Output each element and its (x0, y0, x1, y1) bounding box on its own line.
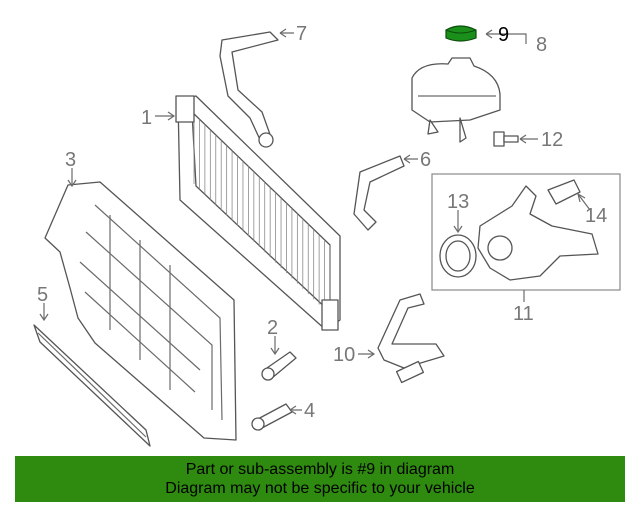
banner-line-2: Diagram may not be specific to your vehi… (165, 480, 475, 497)
part-7-upper-hose (219, 31, 279, 148)
part-5-deflector (33, 324, 151, 447)
part-12-bolt (493, 131, 519, 147)
part-1-radiator (175, 95, 341, 331)
part-8-reservoir (411, 57, 501, 143)
callout-4: 4 (304, 400, 315, 422)
callout-11: 11 (513, 303, 534, 325)
callout-13: 13 (447, 191, 469, 213)
banner-line-1: Part or sub-assembly is #9 in diagram (185, 461, 455, 478)
callout-5: 5 (37, 284, 48, 306)
leader-lines (39, 28, 591, 415)
part-9-cap (445, 25, 477, 42)
part-6-hose (353, 155, 405, 231)
callout-8: 8 (536, 34, 547, 56)
parts-diagram: 1 2 3 4 5 6 7 8 9 10 11 12 13 14 (33, 23, 621, 447)
callout-3: 3 (65, 149, 76, 171)
callout-1: 1 (141, 107, 152, 129)
part-10-hose (377, 293, 445, 384)
notice-banner: Part or sub-assembly is #9 in diagram Di… (15, 456, 625, 502)
callout-10: 10 (333, 344, 355, 366)
callout-12: 12 (541, 129, 563, 151)
callout-14: 14 (585, 205, 607, 227)
callout-7: 7 (296, 23, 307, 45)
part-2-pin (261, 351, 297, 381)
part-3-shroud (44, 181, 237, 441)
callout-9: 9 (498, 24, 509, 46)
part-11-thermostat-group (431, 173, 621, 291)
callout-6: 6 (420, 149, 431, 171)
part-4-bolt (251, 403, 293, 431)
callout-2: 2 (267, 317, 278, 339)
